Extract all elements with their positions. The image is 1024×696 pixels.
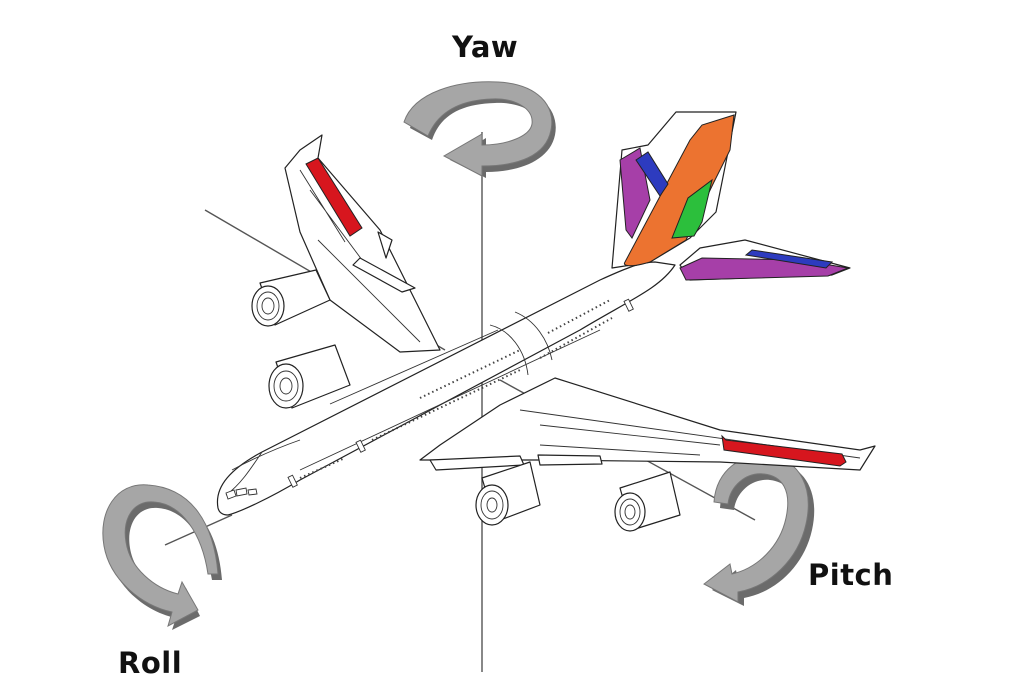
- pitch-rotation-arrow-icon: [703, 454, 815, 606]
- left-aileron: [305, 157, 363, 237]
- yaw-label: Yaw: [452, 30, 519, 64]
- roll-rotation-arrow-icon: [102, 484, 222, 630]
- left-wing: [284, 134, 441, 353]
- rudder-upper: [623, 114, 735, 267]
- vertical-stabilizer: [611, 111, 737, 269]
- fuselage: [216, 261, 676, 516]
- roll-label: Roll: [118, 646, 183, 680]
- yaw-rotation-arrow-icon: [403, 81, 556, 178]
- horizontal-stabilizer: [679, 239, 851, 281]
- right-aileron: [721, 434, 847, 467]
- pitch-label: Pitch: [808, 558, 894, 592]
- left-engines: [251, 269, 351, 409]
- right-elevator: [744, 249, 834, 269]
- right-wing: [419, 377, 876, 471]
- right-engines: [475, 461, 681, 532]
- rudder-lower: [671, 178, 713, 239]
- left-elevator: [635, 151, 669, 197]
